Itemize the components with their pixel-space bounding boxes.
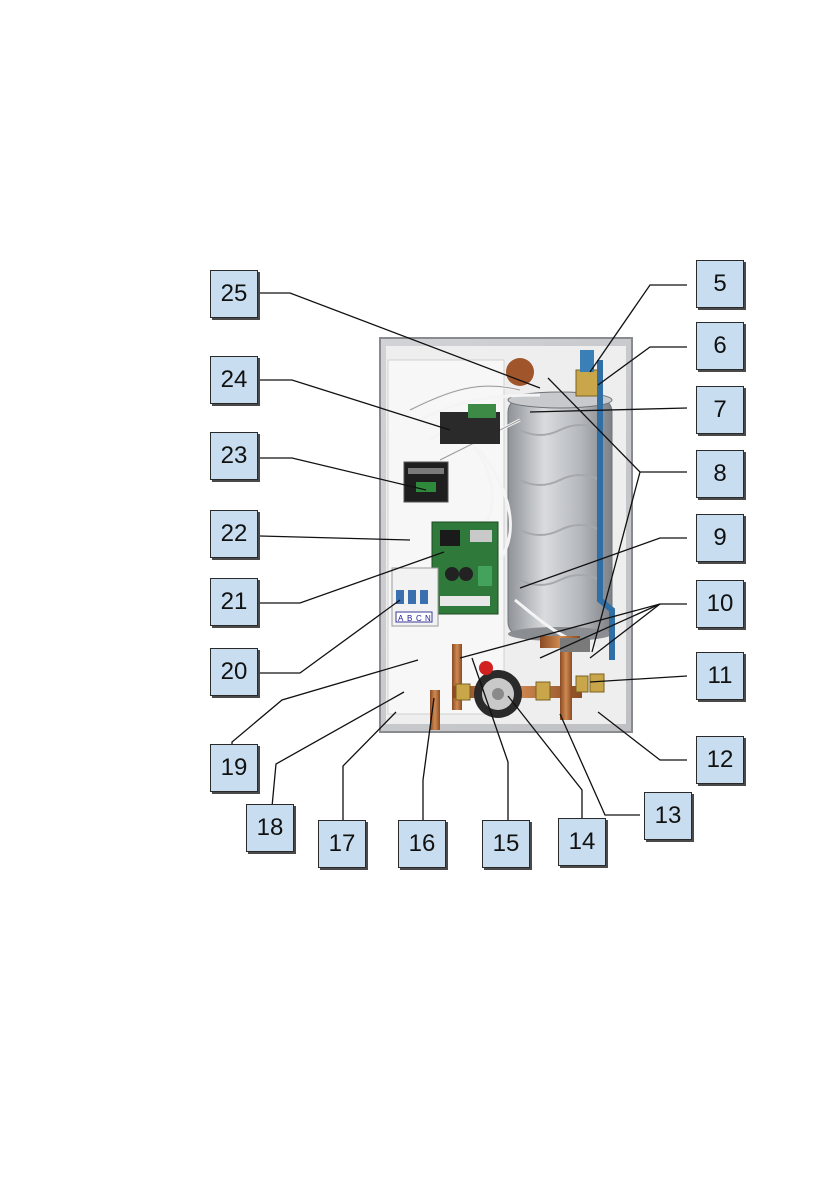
leader-line-9 — [519, 537, 687, 589]
leader-line-10b — [539, 603, 661, 659]
callout-5: 5 — [696, 260, 744, 308]
leader-line-24 — [260, 379, 451, 431]
callout-8: 8 — [696, 450, 744, 498]
leader-line-12 — [597, 711, 687, 761]
callout-18: 18 — [246, 804, 294, 852]
breaker-label-a: A — [398, 614, 404, 623]
leader-line-21 — [260, 551, 445, 604]
leader-line-13 — [559, 713, 640, 816]
leader-line-8b — [591, 471, 641, 653]
callout-10: 10 — [696, 580, 744, 628]
callout-16: 16 — [398, 820, 446, 868]
breaker-label-n: N — [425, 614, 431, 623]
callout-6: 6 — [696, 322, 744, 370]
leader-line-17 — [342, 711, 397, 843]
callout-13: 13 — [644, 792, 692, 840]
leader-line-5 — [589, 284, 687, 373]
leader-line-7 — [529, 407, 688, 413]
callout-11: 11 — [696, 652, 744, 700]
leader-line-15 — [471, 657, 509, 843]
callout-21: 21 — [210, 578, 258, 626]
callout-24: 24 — [210, 356, 258, 404]
callout-20: 20 — [210, 648, 258, 696]
callout-25: 25 — [210, 270, 258, 318]
callout-12: 12 — [696, 736, 744, 784]
pressure-sensor — [560, 638, 590, 652]
heating-tank — [507, 391, 613, 641]
callout-7: 7 — [696, 386, 744, 434]
leader-line-6 — [597, 346, 687, 386]
control-board — [431, 521, 499, 615]
circulation-pump — [474, 661, 522, 718]
leader-line-23 — [260, 457, 427, 491]
relay-pcb — [468, 404, 496, 418]
callout-17: 17 — [318, 820, 366, 868]
callout-23: 23 — [210, 432, 258, 480]
callout-22: 22 — [210, 510, 258, 558]
callout-15: 15 — [482, 820, 530, 868]
circuit-breakers — [391, 567, 439, 627]
leader-line-25 — [260, 292, 541, 389]
breaker-label-b: B — [407, 614, 412, 623]
contactor — [403, 461, 449, 503]
breaker-label-c: C — [416, 614, 422, 623]
blue-pipe — [597, 360, 615, 660]
callout-14: 14 — [558, 818, 606, 866]
leader-line-20 — [260, 599, 401, 674]
callout-9: 9 — [696, 514, 744, 562]
callout-19: 19 — [210, 744, 258, 792]
leader-line-10c — [589, 603, 661, 659]
leader-line-22 — [259, 535, 411, 541]
brass-fittings — [455, 673, 605, 701]
leader-line-11 — [589, 675, 688, 683]
